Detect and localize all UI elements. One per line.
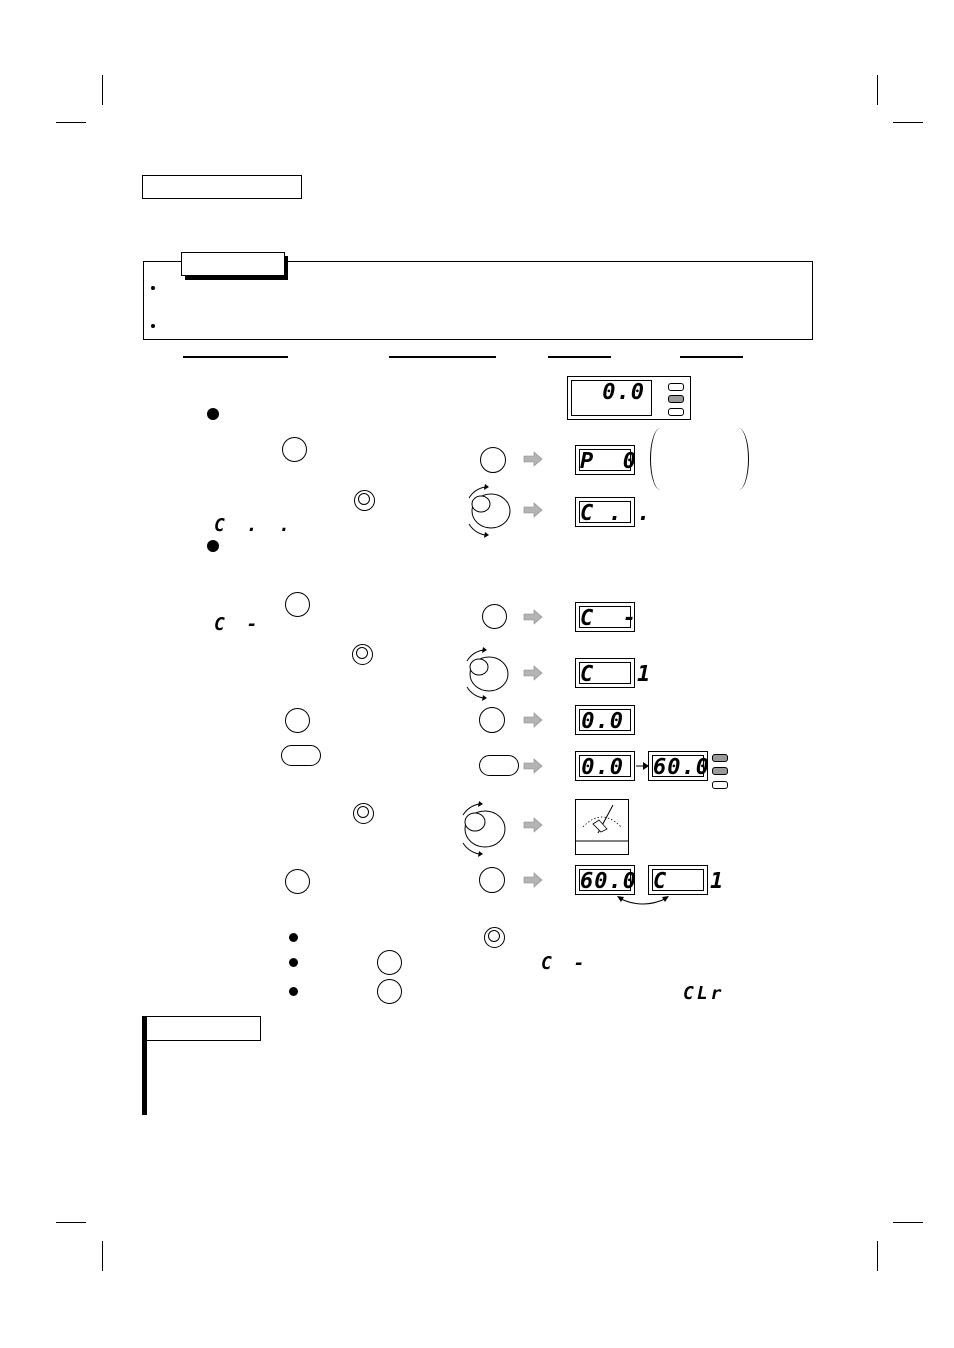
display-step3: C - <box>575 602 637 632</box>
initial-display-panel: 0.0 <box>567 376 691 420</box>
indicator-lamp <box>712 767 728 775</box>
section-header-box <box>142 175 302 199</box>
note-bullet <box>289 933 298 942</box>
display-step8-code: C 1 <box>648 865 725 895</box>
indicator-lamp <box>668 408 684 416</box>
dial-icon[interactable] <box>352 644 373 665</box>
inline-code: C - <box>541 953 585 974</box>
mode-key-icon[interactable] <box>480 447 506 473</box>
gray-right-arrow-icon <box>523 758 543 774</box>
gray-right-arrow-icon <box>523 451 543 467</box>
dial-icon[interactable] <box>484 927 505 948</box>
reference-label-box <box>142 1016 261 1041</box>
run-key-icon[interactable] <box>281 745 321 766</box>
gray-right-arrow-icon <box>523 609 543 625</box>
set-key-icon[interactable] <box>479 867 505 893</box>
display-step6-end: 60.0 <box>648 751 710 781</box>
notice-tab <box>181 252 285 276</box>
note-bullet <box>289 958 298 967</box>
display-step8-value-text: 60.0 <box>579 869 637 894</box>
gray-right-arrow-icon <box>523 712 543 728</box>
set-key-icon[interactable] <box>479 707 505 733</box>
display-step8-code-text: C 1 <box>652 869 725 894</box>
display-step3-text: C - <box>579 606 637 631</box>
rotate-dial-icon[interactable] <box>459 483 515 539</box>
mode-key-icon[interactable] <box>377 950 402 975</box>
column-header-underline <box>680 356 743 358</box>
display-step5: 0.0 <box>575 705 635 735</box>
crop-mark <box>877 1241 878 1271</box>
display-step1-text: P 0 <box>579 449 637 474</box>
alternate-arrow-icon <box>617 896 669 905</box>
dial-icon[interactable] <box>353 803 374 824</box>
run-key-icon[interactable] <box>479 755 519 776</box>
section-bullet <box>207 408 219 420</box>
crop-mark <box>102 1241 103 1271</box>
gray-right-arrow-icon <box>523 817 543 833</box>
mode-key-icon[interactable] <box>482 604 507 629</box>
display-step6-start: 0.0 <box>575 751 635 781</box>
analog-meter-icon <box>575 799 629 855</box>
inline-code: C . . <box>214 515 290 536</box>
column-header-underline <box>548 356 611 358</box>
display-step1: P 0 <box>575 445 637 475</box>
display-step5-text: 0.0 <box>579 709 631 734</box>
reference-sidebar <box>142 1016 147 1115</box>
display-step4-text: C 1 <box>579 662 652 687</box>
crop-mark <box>102 75 103 105</box>
crop-mark <box>56 122 86 123</box>
bullet <box>151 286 155 290</box>
dial-icon[interactable] <box>354 490 375 511</box>
crop-mark <box>893 122 923 123</box>
indicator-lamp <box>668 395 684 403</box>
crop-mark <box>877 75 878 105</box>
bullet <box>151 324 155 328</box>
note-bullet <box>289 987 298 996</box>
gray-right-arrow-icon <box>523 872 543 888</box>
gray-right-arrow-icon <box>523 502 543 518</box>
indicator-lamp <box>712 754 728 762</box>
bracket-left <box>650 428 671 490</box>
display-step6-start-text: 0.0 <box>579 755 631 780</box>
rotate-dial-icon[interactable] <box>457 646 513 702</box>
set-key-icon[interactable] <box>377 979 402 1004</box>
inline-code: C - <box>214 614 258 635</box>
crop-mark <box>893 1222 923 1223</box>
black-right-arrow-icon <box>636 762 649 770</box>
gray-right-arrow-icon <box>523 665 543 681</box>
inline-code: CLr <box>683 983 725 1004</box>
mode-key-icon[interactable] <box>285 592 310 617</box>
crop-mark <box>56 1222 86 1223</box>
display-step2-text: C . . <box>579 501 652 526</box>
rotate-dial-icon[interactable] <box>453 800 511 858</box>
display-step2: C . . <box>575 497 652 527</box>
column-header-underline <box>389 356 496 358</box>
set-key-icon[interactable] <box>285 708 310 733</box>
display-step4: C 1 <box>575 658 652 688</box>
column-header-underline <box>183 356 288 358</box>
bracket-right <box>728 428 749 490</box>
mode-key-icon[interactable] <box>282 437 307 462</box>
display-step8-value: 60.0 <box>575 865 637 895</box>
set-key-icon[interactable] <box>285 869 310 894</box>
indicator-lamp <box>712 781 728 789</box>
indicator-lamp <box>668 383 684 391</box>
display-step6-end-text: 60.0 <box>652 755 710 780</box>
section-bullet <box>207 540 219 552</box>
initial-display: 0.0 <box>571 380 652 416</box>
